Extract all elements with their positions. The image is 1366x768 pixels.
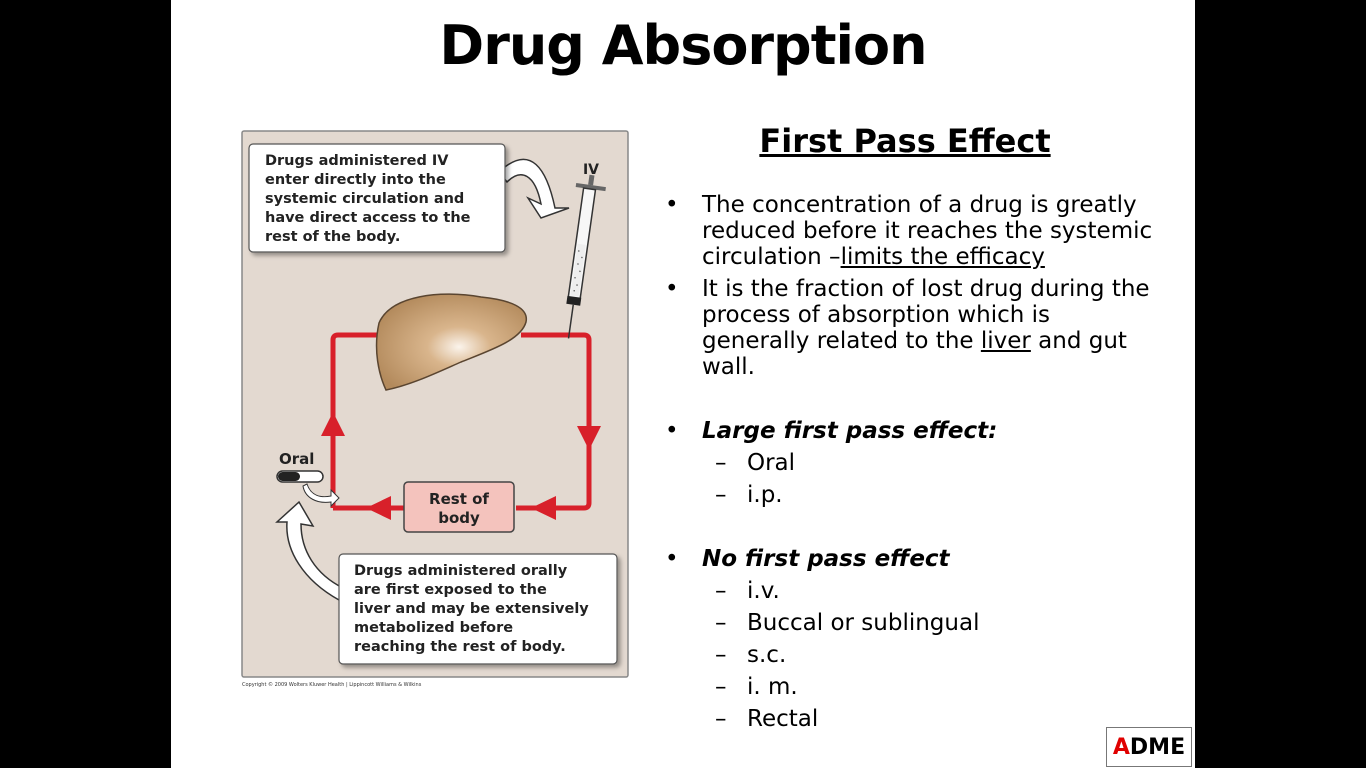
sub-item-text: Oral [747, 450, 796, 476]
iv-callout-arrow [497, 158, 570, 219]
no-effect-heading: No first pass effect [702, 546, 950, 572]
iv-callout-line: enter directly into the [265, 172, 446, 188]
sub-item-text: i. m. [747, 674, 798, 700]
bullet-item: • The concentration of a drug is greatly … [661, 192, 1161, 270]
oral-callout-arrow [275, 500, 344, 602]
sub-item-text: i.v. [747, 578, 780, 604]
oral-callout-line: Drugs administered orally [354, 563, 568, 579]
section-heading: First Pass Effect [759, 122, 1051, 160]
bullet-item: • No first pass effect [661, 546, 1161, 572]
bullet-underlined: liver [980, 328, 1031, 354]
sub-item: –s.c. [715, 642, 787, 668]
bullet-item: • Large first pass effect: [661, 418, 1161, 444]
bullet-text-after: and gut wall. [702, 328, 1127, 380]
sub-item: –i.p. [715, 482, 783, 508]
oral-callout-line: are first exposed to the [354, 582, 547, 598]
rest-of-body-box [403, 481, 515, 533]
iv-callout-line: systemic circulation and [265, 191, 464, 207]
oral-pill-arrow [302, 483, 340, 508]
copyright-note: Copyright © 2009 Wolters Kluwer Health |… [242, 682, 422, 688]
iv-callout-line: rest of the body. [265, 229, 400, 245]
bullet-underlined: limits the efficacy [840, 244, 1045, 270]
arrow-up [321, 412, 345, 436]
iv-label: IV [583, 162, 599, 178]
sub-item: –Rectal [715, 706, 819, 732]
sub-item-text: Buccal or sublingual [747, 610, 980, 636]
sub-item-text: s.c. [747, 642, 787, 668]
bullet-dot-icon: • [665, 276, 679, 302]
bullet-item: • It is the fraction of lost drug during … [661, 276, 1161, 380]
sub-item-text: i.p. [747, 482, 783, 508]
bullet-text: It is the fraction of lost drug during t… [702, 276, 1150, 354]
oral-callout-line: reaching the rest of body. [354, 639, 566, 655]
adme-badge-accent: A [1112, 735, 1130, 760]
sub-item: –Buccal or sublingual [715, 610, 980, 636]
sub-item: –i. m. [715, 674, 798, 700]
bullet-list: • The concentration of a drug is greatly … [661, 192, 1161, 732]
circulation-arrows [321, 412, 601, 520]
diagram-background [241, 130, 629, 678]
oral-callout-text: Drugs administered orally are first expo… [354, 563, 589, 655]
slide: Drug Absorption [171, 0, 1195, 768]
first-pass-diagram: IV Drugs administered IV enter directly … [241, 130, 629, 678]
rest-of-body-line: body [438, 509, 480, 527]
large-effect-heading: Large first pass effect: [702, 418, 998, 444]
arrow-left-1 [531, 496, 556, 520]
bullet-text: The concentration of a drug is greatly r… [702, 192, 1153, 270]
iv-callout-line: Drugs administered IV [265, 153, 449, 169]
oral-pill-icon [276, 470, 324, 483]
iv-callout-line: have direct access to the [265, 210, 471, 226]
adme-badge: ADME [1106, 727, 1192, 767]
adme-badge-rest: DME [1129, 735, 1186, 760]
bullet-dot-icon: • [665, 546, 679, 572]
slide-title: Drug Absorption [439, 14, 927, 77]
iv-callout-text: Drugs administered IV enter directly int… [265, 153, 471, 245]
bullet-dot-icon: • [665, 418, 679, 444]
arrow-left-2 [366, 496, 391, 520]
oral-callout-line: liver and may be extensively [354, 601, 589, 617]
rest-of-body-line: Rest of [429, 490, 489, 508]
iv-syringe [566, 174, 606, 339]
oral-label: Oral [279, 450, 314, 468]
oral-callout [338, 553, 618, 665]
bullet-dot-icon: • [665, 192, 679, 218]
oral-callout-line: metabolized before [354, 620, 513, 636]
sub-item-text: Rectal [747, 706, 819, 732]
sub-item: –i.v. [715, 578, 780, 604]
liver-shape [375, 293, 527, 391]
iv-callout [248, 143, 506, 253]
arrow-down [577, 426, 601, 450]
sub-item: –Oral [715, 450, 796, 476]
